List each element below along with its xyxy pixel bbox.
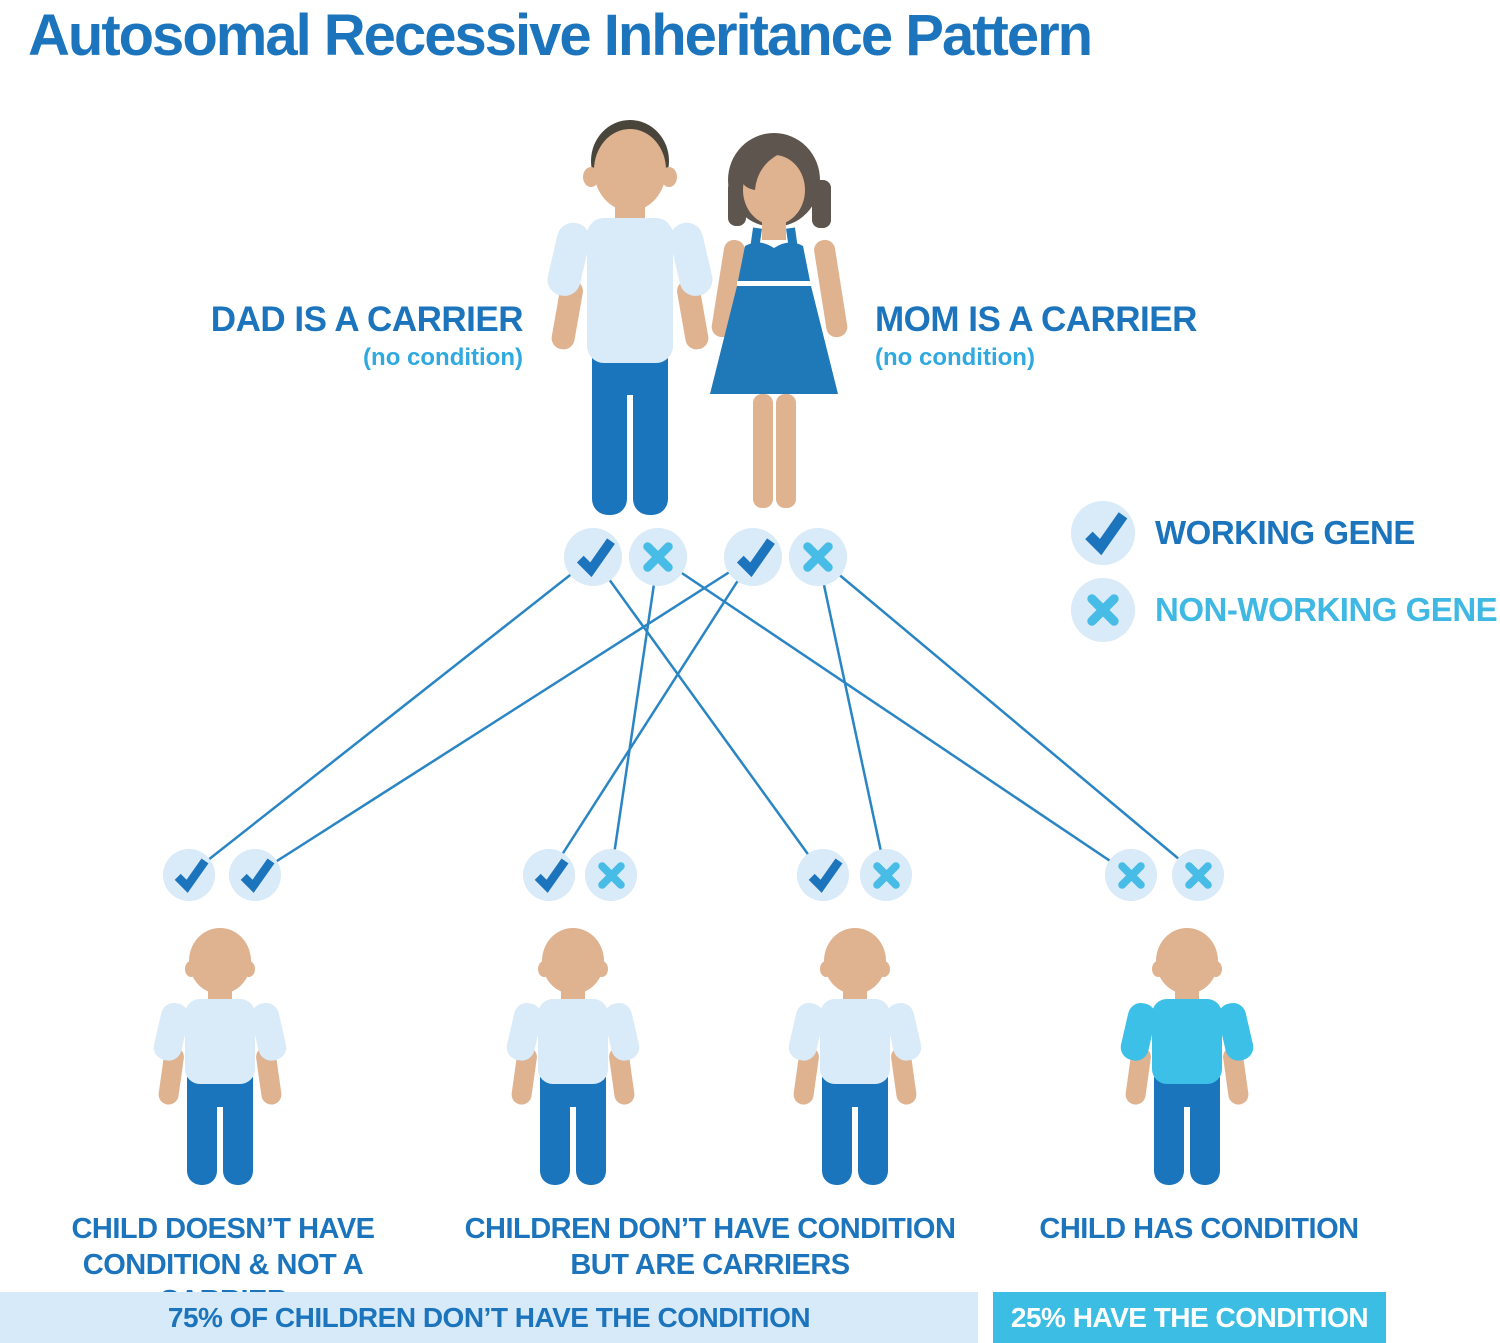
legend-working-label: WORKING GENE	[1155, 514, 1415, 551]
legend-nonworking-label: NON-WORKING GENE	[1155, 591, 1498, 628]
working-gene-icon	[174, 858, 209, 893]
legend: WORKING GENE NON-WORKING GENE	[1071, 501, 1498, 642]
legend-row-working: WORKING GENE	[1071, 501, 1497, 565]
dad-label: DAD IS A CARRIER (no condition)	[123, 300, 524, 372]
child3-gene-working	[797, 849, 849, 901]
mom-gene-working	[724, 528, 782, 586]
non-working-gene-icon	[597, 861, 625, 889]
child1-gene-working-2	[229, 849, 281, 901]
line-mom-working-to-child2	[547, 556, 755, 876]
dad-gene-nonworking	[629, 528, 687, 586]
dad-figure	[547, 120, 713, 515]
non-working-gene-icon	[1184, 861, 1212, 889]
middle-children-outcome-label: CHILDREN DON’T HAVE CONDITION BUT ARE CA…	[460, 1211, 960, 1283]
working-gene-icon	[808, 858, 843, 893]
child1-outcome-label: CHILD DOESN’T HAVE CONDITION & NOT A CAR…	[23, 1211, 423, 1319]
line-mom-working-to-child1	[254, 555, 754, 877]
dad-label-text: DAD IS A CARRIER	[210, 300, 524, 339]
non-working-gene-icon	[1087, 594, 1119, 626]
mom-label: MOM IS A CARRIER (no condition)	[875, 300, 1275, 372]
mom-gene-nonworking	[789, 528, 847, 586]
has-condition-percentage-text: 25% HAVE THE CONDITION	[1010, 1301, 1369, 1333]
line-mom-nonworking-to-child4	[817, 556, 1199, 876]
middle-children-outcome-line1: CHILDREN DON’T HAVE CONDITION	[464, 1213, 956, 1245]
non-working-gene-icon	[803, 542, 833, 572]
child4-gene-nonworking-2	[1172, 849, 1224, 901]
dad-gene-working	[564, 528, 622, 586]
no-condition-percentage-text: 75% OF CHILDREN DON’T HAVE THE CONDITION	[167, 1301, 811, 1333]
non-working-gene-icon	[872, 861, 900, 889]
child2-figure	[506, 928, 640, 1185]
child2-gene-working	[523, 849, 575, 901]
line-dad-working-to-child3	[591, 556, 825, 876]
working-gene-icon	[1085, 512, 1128, 556]
line-mom-nonworking-to-child3	[816, 556, 888, 876]
non-working-gene-icon	[1117, 861, 1145, 889]
working-gene-icon	[240, 858, 275, 893]
line-dad-nonworking-to-child2	[609, 556, 660, 876]
mom-sublabel-text: (no condition)	[875, 344, 1035, 371]
working-gene-icon	[576, 538, 615, 578]
line-dad-nonworking-to-child4	[657, 555, 1132, 877]
child1-outcome-line1: CHILD DOESN’T HAVE	[71, 1213, 375, 1245]
child1-gene-working-1	[163, 849, 215, 901]
legend-working-circle	[1071, 501, 1135, 565]
page-title: Autosomal Recessive Inheritance Pattern	[28, 3, 1093, 68]
non-working-gene-icon	[643, 542, 673, 572]
line-dad-working-to-child1	[188, 556, 594, 876]
working-gene-icon	[534, 858, 569, 893]
has-condition-percentage-bar: 25% HAVE THE CONDITION	[993, 1292, 1386, 1343]
child4-outcome-line1: CHILD HAS CONDITION	[1039, 1213, 1359, 1245]
child3-figure	[788, 928, 922, 1185]
child2-gene-nonworking	[585, 849, 637, 901]
no-condition-percentage-bar: 75% OF CHILDREN DON’T HAVE THE CONDITION	[0, 1292, 978, 1343]
legend-nonworking-circle	[1071, 578, 1135, 642]
mom-label-text: MOM IS A CARRIER	[875, 300, 1197, 339]
child3-gene-nonworking	[860, 849, 912, 901]
mom-figure	[710, 133, 848, 508]
legend-row-nonworking: NON-WORKING GENE	[1071, 578, 1498, 642]
child1-figure	[153, 928, 287, 1185]
working-gene-icon	[736, 538, 775, 578]
dad-sublabel-text: (no condition)	[363, 344, 523, 371]
child4-figure-has-condition	[1120, 928, 1254, 1185]
child4-gene-nonworking-1	[1105, 849, 1157, 901]
middle-children-outcome-line2: BUT ARE CARRIERS	[570, 1249, 850, 1281]
child4-outcome-label: CHILD HAS CONDITION	[999, 1211, 1399, 1247]
